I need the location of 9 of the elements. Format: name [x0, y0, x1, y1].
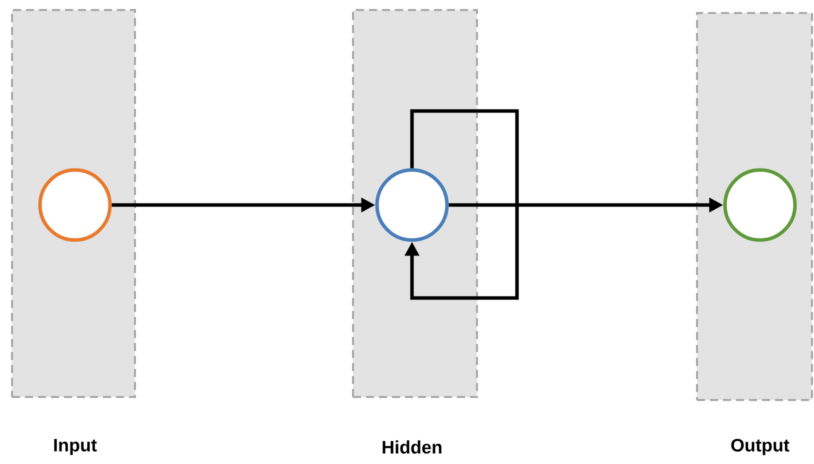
layer-label: Hidden: [382, 440, 442, 454]
neuron-circle: [723, 168, 797, 242]
layer-label: Output: [731, 438, 790, 456]
layer-band: [11, 9, 136, 398]
loop-arrow: [404, 109, 519, 300]
layer-band: [696, 12, 813, 401]
neuron-circle: [375, 168, 449, 242]
layer-label: Input: [54, 438, 97, 456]
neuron-circle: [38, 168, 112, 242]
